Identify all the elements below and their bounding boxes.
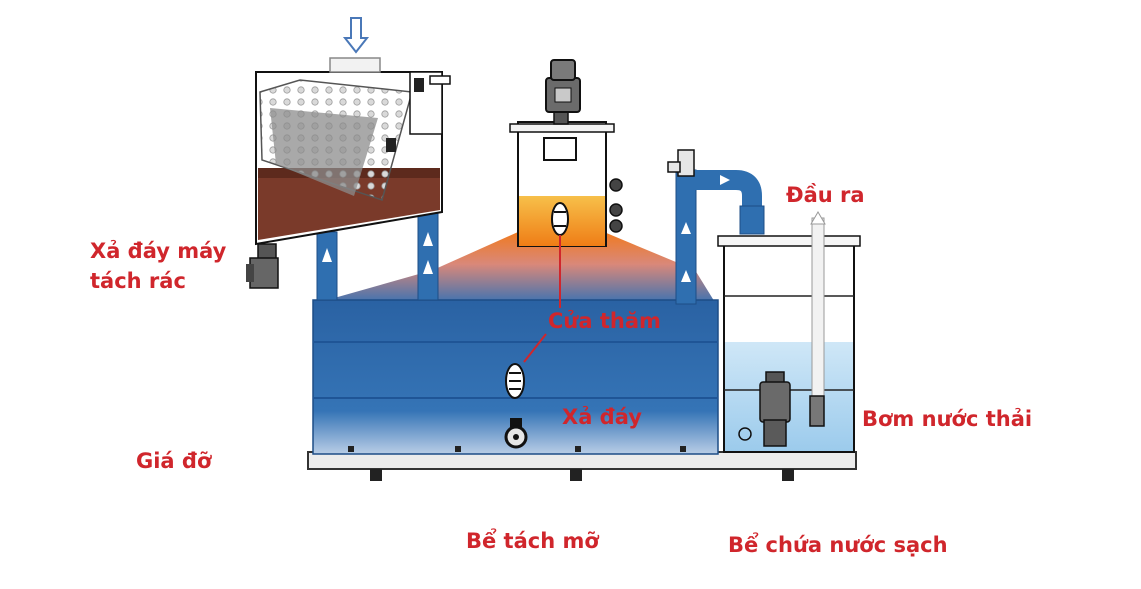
label-clean-water-tank: Bể chứa nước sạch bbox=[728, 533, 948, 557]
screen-drain-valve-icon bbox=[246, 243, 279, 289]
label-bottom-drain: Xả đáy bbox=[562, 405, 642, 429]
motor-icon bbox=[545, 59, 581, 125]
submersible-pump-icon bbox=[738, 371, 825, 447]
label-grease-tank: Bể tách mỡ bbox=[466, 529, 599, 553]
level-sensor-icon bbox=[609, 178, 623, 233]
screen-support-legs bbox=[316, 209, 439, 301]
label-wastewater-pump: Bơm nước thải bbox=[862, 407, 1033, 431]
bottom-drain-valve-icon bbox=[504, 418, 528, 449]
clean-water-tank-body bbox=[717, 211, 861, 453]
trash-screen-unit bbox=[255, 71, 451, 246]
label-outlet: Đầu ra bbox=[786, 183, 865, 207]
tank-inspection-window-icon bbox=[505, 363, 525, 399]
grease-collection-column bbox=[509, 121, 615, 247]
label-screen-bottom-drain: Xả đáy máy tách rác bbox=[90, 239, 227, 293]
inspection-door-leader-line bbox=[523, 235, 561, 363]
base-frame bbox=[307, 451, 857, 481]
inlet-arrow-icon bbox=[342, 17, 370, 54]
screen-inlet-pipe bbox=[329, 57, 381, 73]
label-stand: Giá đỡ bbox=[136, 449, 212, 473]
label-inspection-door: Cửa thăm bbox=[548, 309, 661, 333]
outlet-riser-pipe bbox=[667, 149, 765, 305]
